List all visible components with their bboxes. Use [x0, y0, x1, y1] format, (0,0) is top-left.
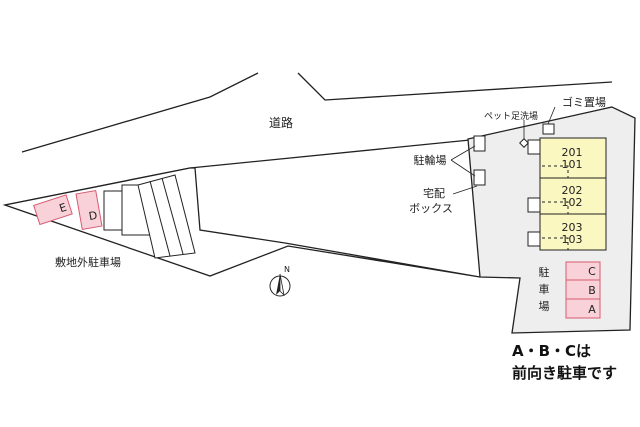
delivery-leader — [452, 185, 478, 195]
garbage-leader — [547, 106, 556, 125]
parking-label-b: B — [588, 284, 596, 297]
north-label: N — [284, 265, 290, 274]
parking-label-c: C — [588, 265, 596, 278]
garbage-label: ゴミ置場 — [562, 95, 606, 109]
bicycle-label: 駐輪場 — [414, 153, 447, 167]
unit-block-2 — [539, 177, 607, 215]
unit-block-1 — [539, 137, 607, 179]
corridor-dashed — [542, 201, 569, 214]
parking-label-vert-2: 車 — [539, 282, 550, 296]
corridor-dashed — [542, 165, 569, 178]
unit-number-202: 202 — [562, 184, 583, 197]
parking-note-line-1: A・B・Cは — [512, 342, 592, 360]
apartment-building — [527, 137, 607, 251]
bicycle-leader — [450, 159, 476, 177]
parking-label-a: A — [588, 303, 596, 316]
offsite-building-line — [161, 177, 184, 255]
bicycle-box-1 — [473, 135, 486, 152]
parking-space-a — [565, 298, 601, 319]
parking-space-d: D — [75, 189, 103, 231]
parking-note: A・B・Cは 前向き駐車です — [512, 340, 617, 384]
entrance-step — [527, 197, 541, 213]
bicycle-box-2 — [473, 169, 486, 186]
delivery-box-label-2: ボックス — [409, 202, 453, 215]
parking-label-d: D — [88, 209, 99, 223]
delivery-box-label-1: 宅配 — [423, 186, 445, 200]
parking-label-vert-3: 場 — [539, 300, 550, 313]
offsite-structure — [103, 190, 125, 231]
entrance-step — [527, 139, 541, 155]
road-edge-upper-right — [297, 72, 613, 101]
parking-space-e: E — [33, 194, 73, 226]
bicycle-leader — [450, 145, 476, 161]
unit-block-3 — [539, 213, 607, 251]
north-arrow-icon: N — [269, 265, 291, 297]
pet-wash-marker — [519, 138, 529, 148]
parking-label-vert-1: 駐 — [539, 265, 550, 279]
parking-label-e: E — [58, 201, 69, 216]
pet-wash-label: ペット足洗場 — [484, 110, 538, 122]
offsite-building-line — [149, 180, 171, 257]
unit-number-103: 103 — [562, 233, 583, 246]
garbage-box — [542, 123, 555, 135]
unit-number-201: 201 — [562, 146, 583, 159]
unit-number-102: 102 — [562, 196, 583, 209]
corridor-dashed — [542, 237, 569, 250]
road-edge-upper — [21, 72, 259, 153]
unit-number-101: 101 — [562, 158, 583, 171]
unit-number-203: 203 — [562, 221, 583, 234]
entrance-step — [527, 231, 541, 247]
parking-note-line-2: 前向き駐車です — [512, 364, 618, 382]
offsite-parking-label: 敷地外駐車場 — [55, 255, 121, 269]
offsite-building — [137, 174, 196, 259]
road-label: 道路 — [269, 115, 293, 130]
